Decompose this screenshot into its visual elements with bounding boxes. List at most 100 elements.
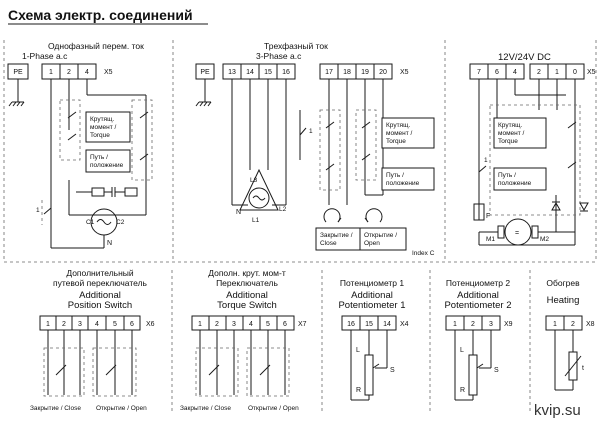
winding-label-l3: L3 (250, 177, 258, 184)
single-phase-title-en: 1-Phase a.c (22, 51, 68, 61)
open-label: Open (364, 240, 380, 247)
open-label-box (359, 227, 407, 251)
terminal-label: 5 (113, 321, 117, 328)
wiring (554, 330, 574, 391)
watermark: kvip.su (534, 402, 581, 419)
torque-label: Torque (386, 138, 406, 145)
wiring (231, 79, 384, 206)
torque-label: момент / (386, 130, 413, 137)
position-label-box (381, 167, 435, 191)
terminal-strip-x6: 1 2 3 4 5 6 X6 (39, 315, 155, 331)
position-switch-section: Дополнительный путевой переключатель Add… (30, 268, 155, 412)
terminal-label: 1 (49, 69, 53, 76)
strip-label-x5: X5 (400, 69, 409, 76)
terminal-label: 13 (228, 69, 236, 76)
switch-mark: 1 (36, 207, 40, 214)
open-label: Открытие / (364, 232, 397, 239)
terminal-label: 4 (95, 321, 99, 328)
close-label: Закрытие / Close (30, 405, 81, 412)
torque-label: Крутящ. (90, 116, 114, 123)
winding-label-l2: L2 (279, 206, 287, 213)
terminal-label: 6 (495, 69, 499, 76)
terminal-label: 2 (471, 321, 475, 328)
heater-label-t: t (582, 365, 584, 372)
torque-label-box (381, 117, 435, 149)
torque-switch-title-en: Torque Switch (217, 300, 277, 311)
switch-contact (259, 364, 271, 376)
terminal-label: 2 (571, 321, 575, 328)
torque-label: момент / (90, 124, 117, 131)
terminal-label: 19 (361, 69, 369, 76)
potentiometer-2-title-ru: Потенциометр 2 (446, 278, 510, 288)
switch-group (319, 109, 341, 191)
open-direction-icon (365, 208, 383, 223)
terminal-label: 7 (477, 69, 481, 76)
diode-icon (551, 195, 589, 232)
terminal-label: 1 (198, 321, 202, 328)
strip-label-x7: X7 (298, 321, 307, 328)
limit-switch-icon: 1 (478, 157, 488, 173)
torque-label: Крутящ. (386, 122, 410, 129)
strip-label-x5: X5 (104, 69, 113, 76)
capacitor-icon (76, 187, 138, 197)
position-label: положение (386, 180, 420, 187)
position-label: положение (498, 180, 532, 187)
position-label-box (85, 149, 131, 173)
arrow-head (364, 217, 369, 223)
wiring (47, 330, 133, 395)
close-label: Закрытие / Close (180, 405, 231, 412)
terminal-label: 15 (365, 321, 373, 328)
torque-switch-title-ru: Переключатель (216, 278, 278, 288)
position-switch-title-en: Additional (79, 290, 121, 301)
potentiometer-icon (468, 354, 484, 396)
wiring (478, 79, 576, 246)
torque-switch-title-ru: Дополн. крут. мом-т (208, 268, 286, 278)
terminal-label: 4 (513, 69, 517, 76)
switch-mark: 1 (309, 128, 313, 135)
terminal-label: PE (13, 69, 23, 76)
terminal-label: 14 (383, 321, 391, 328)
dc-title: 12V/24V DC (498, 52, 551, 63)
terminal-label: 15 (264, 69, 272, 76)
switch-contact (208, 364, 220, 376)
position-label: Путь / (498, 172, 516, 179)
limit-switch-icon: 1 (36, 200, 52, 225)
terminal-label: 6 (130, 321, 134, 328)
three-phase-title-en: 3-Phase a.c (256, 51, 302, 61)
three-phase-title-ru: Трехфазный ток (264, 41, 328, 51)
close-direction-icon (323, 208, 341, 223)
strip-label-x9: X9 (504, 321, 513, 328)
motor-symbol: = (515, 230, 519, 237)
terminal-label: 3 (78, 321, 82, 328)
winding-label-l1: L1 (252, 217, 260, 224)
strip-label-x4: X4 (400, 321, 409, 328)
motor-terminal-m1: M1 (486, 236, 495, 243)
switch-contact (105, 364, 117, 376)
position-label: положение (90, 162, 124, 169)
terminal-label: 6 (283, 321, 287, 328)
terminal-label: 2 (537, 69, 541, 76)
terminal-label: 2 (62, 321, 66, 328)
strip-label-x6: X6 (146, 321, 155, 328)
fuse-label: F (486, 213, 490, 220)
potentiometer-1-title-en: Potentiometer 1 (338, 300, 405, 311)
terminal-strip-x5: PE 1 2 4 X5 (7, 63, 113, 80)
pot-label-s: S (494, 367, 499, 374)
terminal-label: 2 (67, 69, 71, 76)
potentiometer-2-title-en: Potentiometer 2 (444, 300, 511, 311)
diagram-title: Схема электр. соединений (8, 7, 193, 23)
switch-group (59, 99, 81, 161)
index-label: Index C (412, 250, 435, 257)
motor-icon: C1 C2 N (86, 208, 125, 248)
open-label: Открытие / Open (248, 405, 299, 412)
dc-motor-icon: = M1 M2 (486, 218, 549, 246)
dc-section: 12V/24V DC 7 6 4 2 1 0 X5 (469, 52, 596, 246)
close-label: Закрытие / (320, 232, 353, 239)
torque-label-box (493, 117, 547, 149)
switch-group (489, 104, 581, 216)
motor-terminal-m2: M2 (540, 236, 549, 243)
fuse-icon: F (473, 203, 490, 221)
pot-label-r: R (356, 387, 361, 394)
terminal-label: 5 (266, 321, 270, 328)
